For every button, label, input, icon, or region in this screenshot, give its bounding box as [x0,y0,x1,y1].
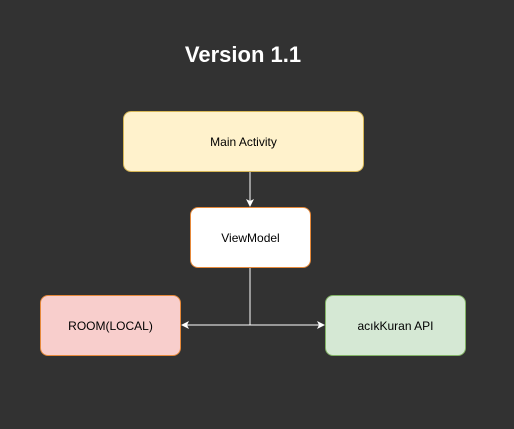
acikkuran-api-node[interactable]: acıkKuran API [325,295,466,356]
acikkuran-api-label: acıkKuran API [357,318,434,333]
room-local-node[interactable]: ROOM(LOCAL) [40,295,181,356]
main-activity-node[interactable]: Main Activity [123,111,364,172]
main-activity-label: Main Activity [210,134,277,149]
viewmodel-label: ViewModel [221,230,280,245]
room-local-label: ROOM(LOCAL) [68,318,153,333]
diagram-title: Version 1.1 [184,42,302,67]
viewmodel-node[interactable]: ViewModel [190,207,311,268]
